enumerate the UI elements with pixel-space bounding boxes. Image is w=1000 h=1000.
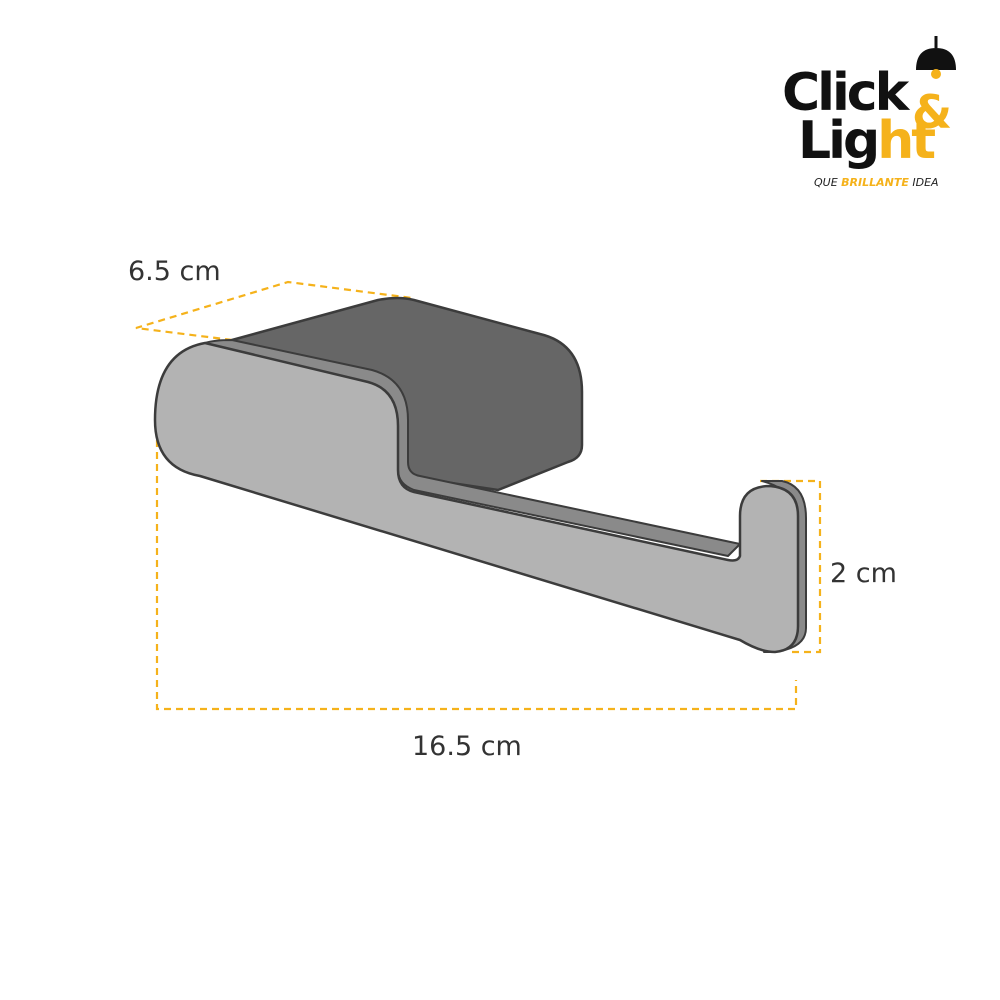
tagline-brand: BRILLANTE <box>841 176 909 189</box>
tagline-pre: QUE <box>814 176 838 189</box>
pendant-lamp-icon <box>916 36 956 79</box>
dimension-lines <box>135 280 822 711</box>
logo-ampersand: & <box>912 85 951 139</box>
logo-word-light: Light <box>798 111 935 171</box>
depth-guide <box>135 280 413 342</box>
logo-word-light-b: ht <box>877 111 935 171</box>
logo-word-click: Click <box>782 63 911 123</box>
logo-word-light-a: Lig <box>798 111 877 171</box>
height-guide <box>760 479 822 654</box>
depth-label: 6.5 cm <box>128 256 221 287</box>
length-label: 16.5 cm <box>412 731 522 762</box>
logo-tagline: QUE BRILLANTE IDEA <box>814 176 939 189</box>
brand-logo: Click & Light QUE BRILLANTE IDEA <box>782 36 956 189</box>
length-guide <box>155 440 798 711</box>
tagline-post: IDEA <box>912 176 938 189</box>
height-label: 2 cm <box>830 558 897 589</box>
arm-front <box>153 341 800 654</box>
